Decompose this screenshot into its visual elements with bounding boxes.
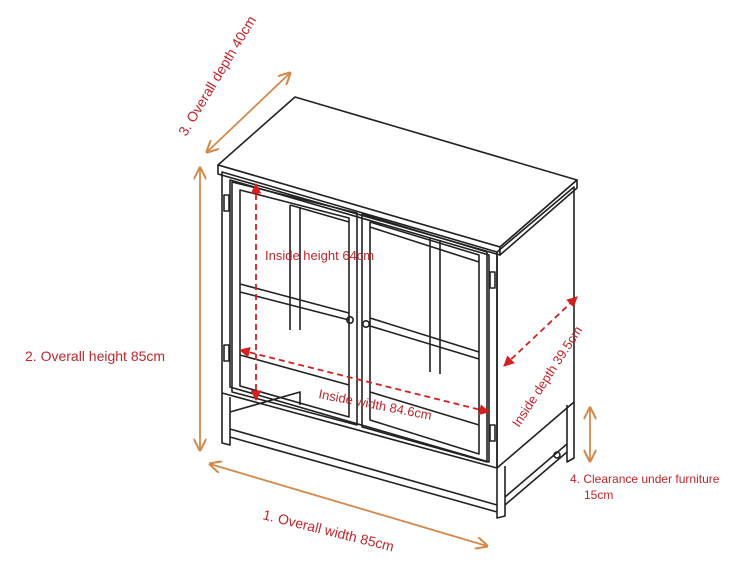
inside-dimensions bbox=[238, 182, 578, 415]
base-right-back-leg bbox=[566, 402, 575, 463]
dimension-labels: 1. Overall width 85cm 2. Overall height … bbox=[25, 13, 720, 555]
left-door-frame bbox=[231, 181, 358, 426]
left-door-glass bbox=[239, 189, 350, 418]
shelf-upper-right-back bbox=[369, 325, 480, 360]
overall-depth-label: 3. Overall depth 40cm bbox=[175, 13, 259, 139]
overall-width-arrow bbox=[210, 464, 487, 546]
base-left-front-leg bbox=[221, 393, 231, 446]
interior-back-top-left bbox=[289, 204, 350, 223]
hinge-right-top bbox=[489, 271, 496, 289]
base-foot-cap bbox=[553, 451, 561, 459]
hinge-left-bottom bbox=[223, 344, 230, 362]
base-front-rail-inner bbox=[229, 428, 498, 506]
clearance-label-line1: 4. Clearance under furniture bbox=[570, 472, 720, 486]
clearance-label-line2: 15cm bbox=[584, 488, 613, 502]
overall-height-label: 2. Overall height 85cm bbox=[25, 348, 165, 364]
shelf-upper-right bbox=[369, 317, 480, 353]
base-side-rail bbox=[504, 451, 568, 506]
inside-depth-arrow bbox=[503, 296, 578, 367]
hinge-left-top bbox=[223, 194, 230, 212]
inside-width-arrow bbox=[238, 347, 491, 415]
cabinet-drawing bbox=[217, 96, 578, 519]
door-knob-right bbox=[361, 319, 370, 328]
door-knob-left bbox=[345, 315, 354, 324]
base-front-rail bbox=[229, 436, 498, 513]
overall-dimensions bbox=[200, 73, 590, 546]
hinge-right-bottom bbox=[489, 424, 496, 442]
inside-height-label: Inside height 64cm bbox=[265, 248, 374, 263]
base-side-rail-inner bbox=[504, 443, 568, 498]
interior-back-top-right bbox=[369, 226, 480, 263]
base-right-front-leg bbox=[496, 466, 506, 519]
overall-depth-arrow bbox=[207, 73, 290, 152]
